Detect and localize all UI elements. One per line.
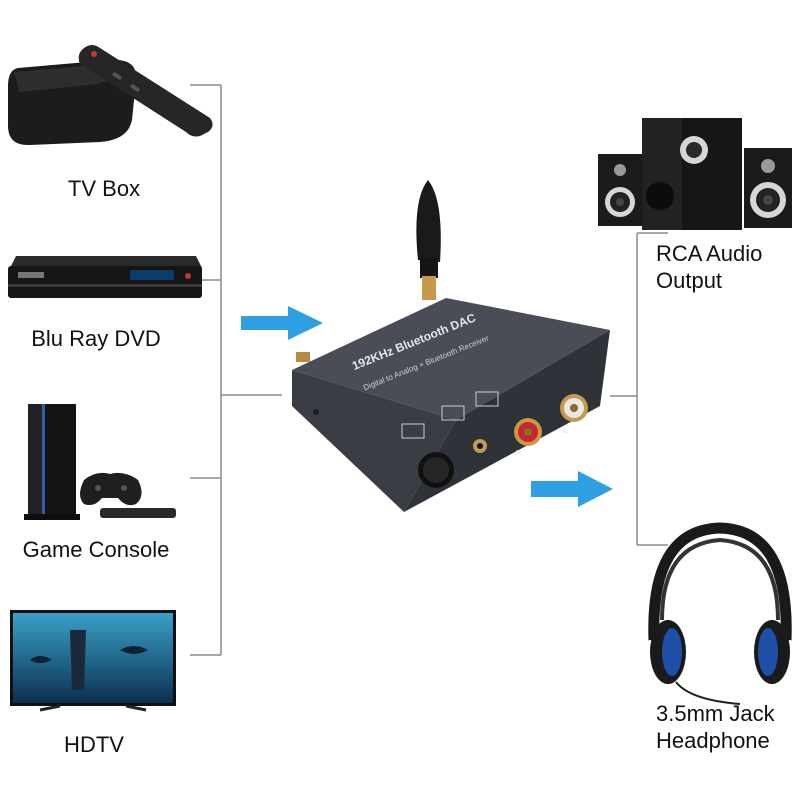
output-label-headphone-line2: Headphone — [656, 728, 770, 753]
input-label-blu-ray-dvd: Blu Ray DVD — [31, 326, 161, 351]
output-arrow — [531, 471, 613, 507]
output-label-rca-line1: RCA Audio — [656, 241, 763, 266]
input-label-game-console: Game Console — [22, 537, 170, 562]
rca-right-label: R — [516, 450, 522, 457]
output-label-headphone-line1: 3.5mm Jack — [656, 701, 775, 726]
output-label-rca-line2: Output — [656, 268, 723, 293]
input-arrow — [241, 306, 323, 340]
rca-left-label: L — [564, 428, 568, 435]
output-bracket — [610, 232, 668, 546]
input-label-tv-box: TV Box — [67, 176, 141, 201]
input-label-hdtv: HDTV — [64, 732, 124, 757]
